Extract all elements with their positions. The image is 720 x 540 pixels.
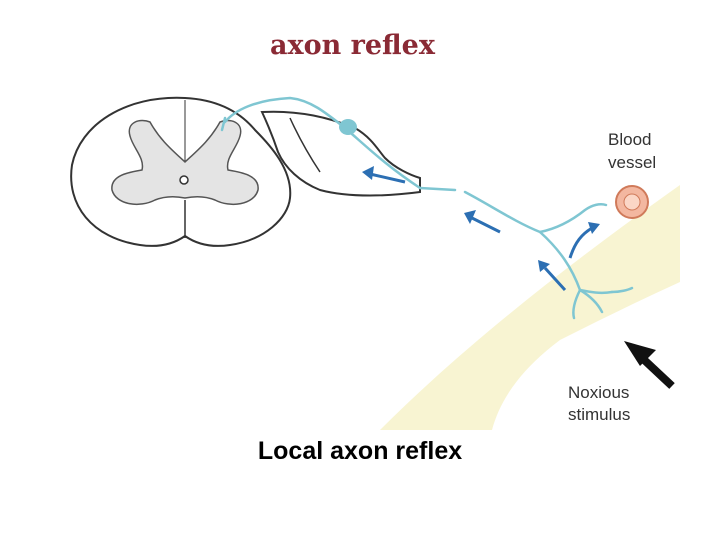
black-arrow-icon	[624, 341, 675, 389]
noxious-stimulus-label: stimulus	[568, 405, 630, 424]
diagram-title: axon reflex	[270, 30, 436, 61]
skin-tissue	[380, 185, 680, 430]
blood-vessel-label: vessel	[608, 153, 656, 172]
blood-vessel-label: Blood	[608, 130, 651, 149]
blue-arrow-icon	[538, 260, 567, 292]
blood-vessel	[615, 185, 649, 219]
sensory-nerve-fiber	[220, 96, 634, 320]
noxious-stimulus-label: Noxious	[568, 383, 629, 402]
blue-arrow-icon	[362, 166, 600, 292]
blue-arrow-icon	[362, 166, 406, 184]
blue-arrow-icon	[568, 222, 600, 259]
grey-matter	[111, 119, 259, 206]
dorsal-root	[289, 117, 321, 173]
central-canal	[179, 175, 189, 185]
figure-caption: Local axon reflex	[257, 437, 463, 465]
spinal-cord	[70, 96, 292, 247]
blue-arrow-icon	[464, 210, 501, 234]
dorsal-root-ganglion-cell	[339, 119, 357, 135]
